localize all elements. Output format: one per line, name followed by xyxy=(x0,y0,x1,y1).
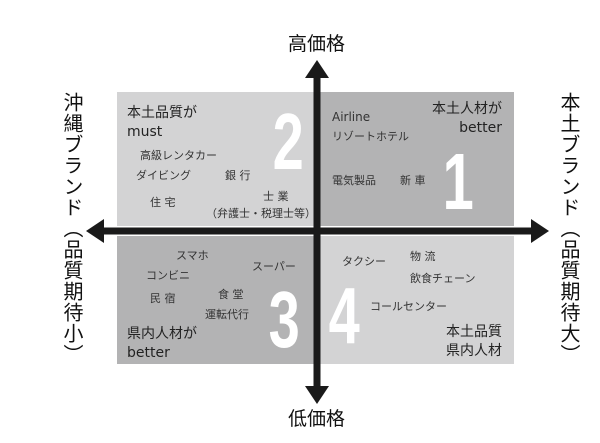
quadrant-number-2: 2 xyxy=(272,97,304,186)
item: タクシー xyxy=(342,255,386,268)
label-line: 本土品質が xyxy=(127,105,197,121)
arrow-left-icon xyxy=(86,219,104,243)
label-line: must xyxy=(127,124,163,140)
item: スーパー xyxy=(252,260,296,273)
label-line: better xyxy=(459,120,502,136)
label-line: 本土人材が xyxy=(432,101,502,117)
item: 民 宿 xyxy=(150,292,176,305)
label-line: 県内人材 xyxy=(446,343,502,359)
item: 新 車 xyxy=(400,174,426,187)
quadrant-1-label: 本土人材が better xyxy=(432,100,502,138)
label-line: better xyxy=(127,345,170,361)
item: 運転代行 xyxy=(205,308,249,321)
item: ダイビング xyxy=(136,169,191,182)
item: 銀 行 xyxy=(225,169,251,182)
quadrant-1 xyxy=(320,92,514,226)
arrow-down-icon xyxy=(305,386,329,404)
label-line: 本土品質 xyxy=(446,324,502,340)
item: 住 宅 xyxy=(150,196,176,209)
item: 飲食チェーン xyxy=(410,272,476,285)
item: 士 業 xyxy=(263,190,289,203)
quadrant-4 xyxy=(320,236,514,364)
quadrant-number-3: 3 xyxy=(268,275,300,364)
quadrant-4-label: 本土品質県内人材 xyxy=(446,323,502,361)
quadrant-2 xyxy=(117,92,314,226)
quadrant-number-4: 4 xyxy=(328,271,360,360)
item: 電気製品 xyxy=(332,174,376,187)
item: コンビニ xyxy=(146,269,190,282)
item: 物 流 xyxy=(410,250,436,263)
item: 食 堂 xyxy=(218,288,244,301)
axis-label-right: 本土ブランド（品質期待大） xyxy=(557,92,581,365)
quadrant-3 xyxy=(117,236,314,364)
item: Airline xyxy=(332,110,371,124)
item: リゾートホテル xyxy=(332,130,409,143)
item: スマホ xyxy=(176,249,209,262)
arrow-right-icon xyxy=(531,219,549,243)
quadrant-2-label: 本土品質が must xyxy=(127,104,197,142)
quadrant-number-1: 1 xyxy=(442,137,474,226)
axis-label-bottom: 低価格 xyxy=(288,408,346,430)
item: （弁護士・税理士等） xyxy=(206,207,316,220)
item: 高級レンタカー xyxy=(140,149,217,162)
axis-label-left: 沖縄ブランド（品質期待小） xyxy=(60,92,84,365)
item: コールセンター xyxy=(370,300,447,313)
arrow-up-icon xyxy=(305,60,329,78)
quadrant-3-label: 県内人材が better xyxy=(127,325,197,363)
axis-label-top: 高価格 xyxy=(288,33,346,55)
label-line: 県内人材が xyxy=(127,326,197,342)
